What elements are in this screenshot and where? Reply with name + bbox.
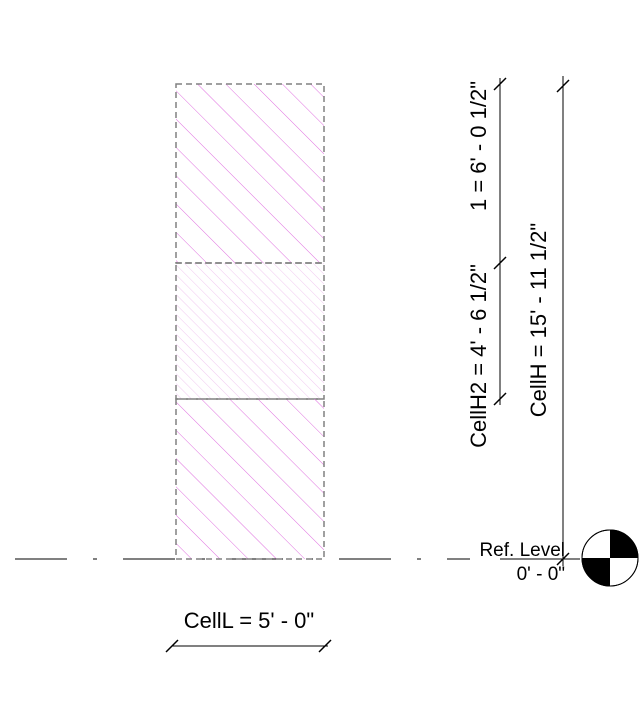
bottom-cell[interactable]	[175, 398, 325, 560]
cell-height-2-label[interactable]: CellH2 = 4' - 6 1/2"	[466, 264, 491, 448]
cell-height-2-dimension: CellH2 = 4' - 6 1/2" 1 = 6' - 0 1/2"	[466, 77, 507, 448]
level-elevation[interactable]: 0' - 0"	[517, 564, 565, 585]
cell-height-dimension: CellH = 15' - 11 1/2"	[526, 76, 570, 566]
middle-cell[interactable]	[175, 262, 325, 400]
cell-height-1-label[interactable]: 1 = 6' - 0 1/2"	[466, 81, 491, 211]
level-marker-icon	[581, 529, 639, 587]
cell-length-dimension: CellL = 5' - 0"	[165, 608, 332, 653]
cell-length-label[interactable]: CellL = 5' - 0"	[184, 608, 314, 633]
top-cell[interactable]	[175, 83, 325, 264]
level-head[interactable]: Ref. Level 0' - 0"	[479, 529, 639, 587]
cell-height-label[interactable]: CellH = 15' - 11 1/2"	[526, 223, 551, 417]
cell-stack	[175, 83, 325, 560]
level-name[interactable]: Ref. Level	[479, 540, 565, 561]
